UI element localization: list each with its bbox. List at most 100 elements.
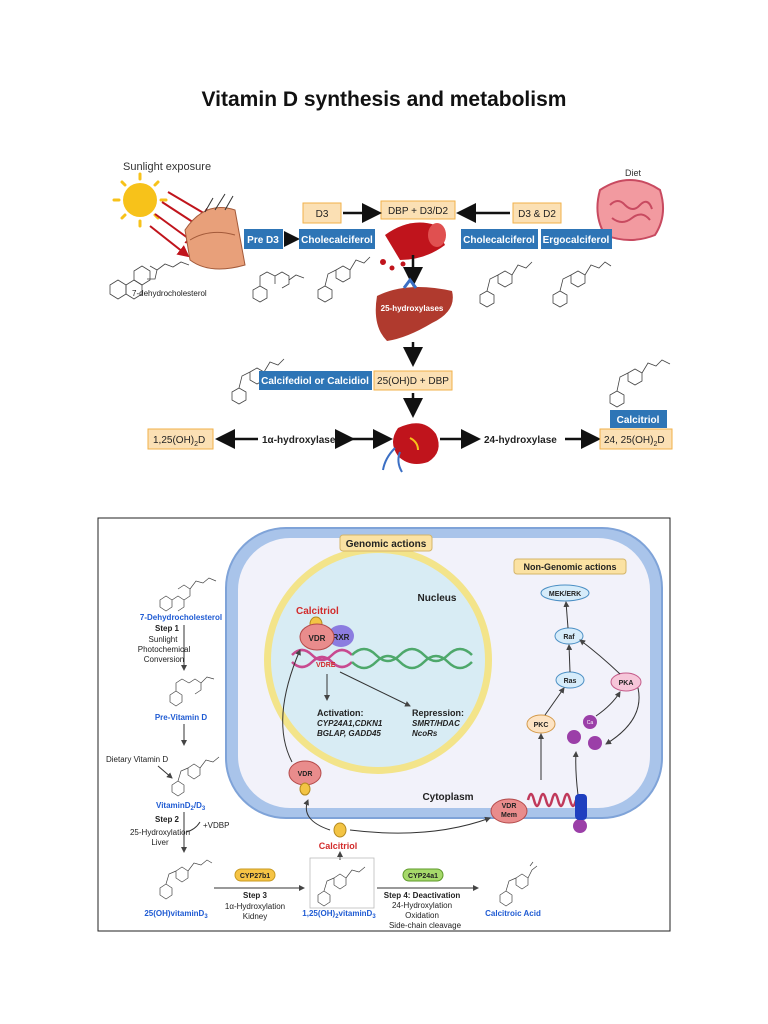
raf-label: Raf <box>563 634 575 641</box>
mek-erk-node <box>540 584 590 602</box>
molecule-ergocalciferol <box>552 261 612 308</box>
dna-helix <box>291 647 473 670</box>
cyp27b1-label: CYP27b1 <box>240 873 270 880</box>
ras-label: Ras <box>564 678 577 685</box>
out-left-box <box>147 428 214 450</box>
ergocalciferol-box <box>541 229 612 249</box>
calcifediol-label: Calcifediol or Calcidiol <box>261 376 369 387</box>
pka-node <box>610 672 642 692</box>
step4-line1: 24-Hydroxylation <box>392 901 452 910</box>
step1-line3: Conversion <box>144 655 184 664</box>
non-genomic-label: Non-Genomic actions <box>523 562 616 572</box>
d3-box-label: D3 <box>316 209 329 220</box>
activation-line1: CYP24A1,CDKN1 <box>317 719 383 728</box>
calcifediol-box <box>259 371 372 390</box>
cholecalciferol-box-right <box>461 229 538 249</box>
pre-d3-label: Pre D3 <box>247 235 279 246</box>
blood-vessel-icon <box>380 222 446 271</box>
twentyfour-label: 24-hydroxylase <box>484 435 557 446</box>
vdr-mem-label-1: VDR <box>502 803 517 810</box>
sunlight-label: Sunlight exposure <box>123 161 211 173</box>
step4-label: Step 4: Deactivation <box>384 891 461 900</box>
mek-erk-label: MEK/ERK <box>549 591 581 598</box>
out-left-label: 1,25(OH)2D <box>153 435 205 448</box>
vdre-label: VDRE <box>316 662 336 669</box>
step4-line3: Side-chain cleavage <box>389 921 462 930</box>
molecule-pre-d3 <box>252 271 305 303</box>
step1-line1: Sunlight <box>149 635 179 644</box>
pka-label: PKA <box>619 680 634 687</box>
pre-vitd-label: Pre-Vitamin D <box>155 713 208 722</box>
pkc-label: PKC <box>534 722 549 729</box>
cholecalciferol-label-right: Cholecalciferol <box>463 235 535 246</box>
dioh-vitd3-label: 1,25(OH)2vitaminD3 <box>302 909 376 920</box>
genomic-label-box <box>339 534 433 552</box>
vdr-nucleus <box>299 623 335 651</box>
cholecalciferol-box-left <box>299 229 375 249</box>
molecule-7dhc-bottom <box>159 577 217 612</box>
cytoplasm-label: Cytoplasm <box>422 792 473 803</box>
membrane-receptor <box>526 792 578 808</box>
seven-dhc-bottom-label: 7-Dehydrocholesterol <box>140 613 222 622</box>
pre-d3-box <box>244 229 283 249</box>
vdr-mem <box>490 798 528 824</box>
calcitriol-outside-ligand <box>333 822 347 838</box>
step2-line2: Liver <box>151 838 169 847</box>
step3-label: Step 3 <box>243 891 268 900</box>
repression-title: Repression: <box>412 708 464 718</box>
oh-dbp-box <box>373 370 453 391</box>
calcitroic-label: Calcitroic Acid <box>485 909 541 918</box>
non-genomic-label-box <box>513 558 627 575</box>
rxr-protein <box>328 625 354 647</box>
out-right-box <box>599 428 673 450</box>
molecule-vitd2d3 <box>171 756 220 797</box>
calcitriol-label-top: Calcitriol <box>617 415 660 426</box>
raf-node <box>554 627 584 645</box>
vdr-nucleus-label: VDR <box>309 634 326 643</box>
hydroxylases-label: 25-hydroxylases <box>381 304 444 313</box>
dbp-box-label: DBP + D3/D2 <box>388 206 449 217</box>
d3d2-box <box>512 202 562 224</box>
dietary-label: Dietary Vitamin D <box>106 755 168 764</box>
activation-line2: BGLAP, GADD45 <box>317 729 381 738</box>
repression-line1: SMRT/HDAC <box>412 719 460 728</box>
step3-line1: 1α-Hydroxylation <box>225 902 285 911</box>
step4-line2: Oxidation <box>405 911 439 920</box>
activation-title: Activation: <box>317 708 364 718</box>
one-alpha-label: 1α-hydroxylase <box>262 435 336 446</box>
molecule-calcifediol <box>231 358 285 405</box>
oh-dbp-label: 25(OH)D + DBP <box>377 376 449 387</box>
cholecalciferol-label-left: Cholecalciferol <box>301 235 373 246</box>
skin-icon <box>184 193 246 270</box>
repression-line2: NcoRs <box>412 729 438 738</box>
vdbp-label: +VDBP <box>203 821 229 830</box>
molecule-calcitriol <box>609 359 671 408</box>
dioh-structure-box <box>309 857 375 909</box>
out-right-label: 24, 25(OH)2D <box>604 435 665 448</box>
calcitriol-nucleus-label: Calcitriol <box>296 606 339 617</box>
cytoplasm-arrows <box>282 649 491 860</box>
cyp24a1-enzyme <box>402 868 444 882</box>
vdr-cytoplasm-ligand <box>299 782 311 796</box>
liver-icon <box>375 277 453 341</box>
calcium-label: Ca <box>587 720 594 726</box>
d3-box <box>302 202 342 224</box>
cyp24a1-label: CYP24a1 <box>408 873 438 880</box>
seven-dhc-label: 7-dehydrocholesterol <box>132 289 207 298</box>
vitd2d3-label: VitaminD2/D3 <box>156 801 206 812</box>
calcitriol-outside-label: Calcitriol <box>319 841 358 851</box>
molecule-cholecalciferol-right <box>479 261 533 308</box>
molecule-7dhc <box>109 261 190 300</box>
kidney-icon <box>382 423 439 473</box>
oh-vitd3-label: 25(OH)vitaminD3 <box>144 909 208 920</box>
rxr-label: RXR <box>333 633 350 642</box>
molecule-dioh-vitd3 <box>317 866 366 907</box>
step2-line1: 25-Hydroxylation <box>130 828 190 837</box>
calcitriol-box-top <box>610 410 667 428</box>
molecule-calcitroic-acid <box>499 861 538 907</box>
vdr-mem-label-2: Mem <box>501 812 517 819</box>
intestine-icon <box>596 179 665 241</box>
vdr-cytoplasm-label: VDR <box>298 771 313 778</box>
